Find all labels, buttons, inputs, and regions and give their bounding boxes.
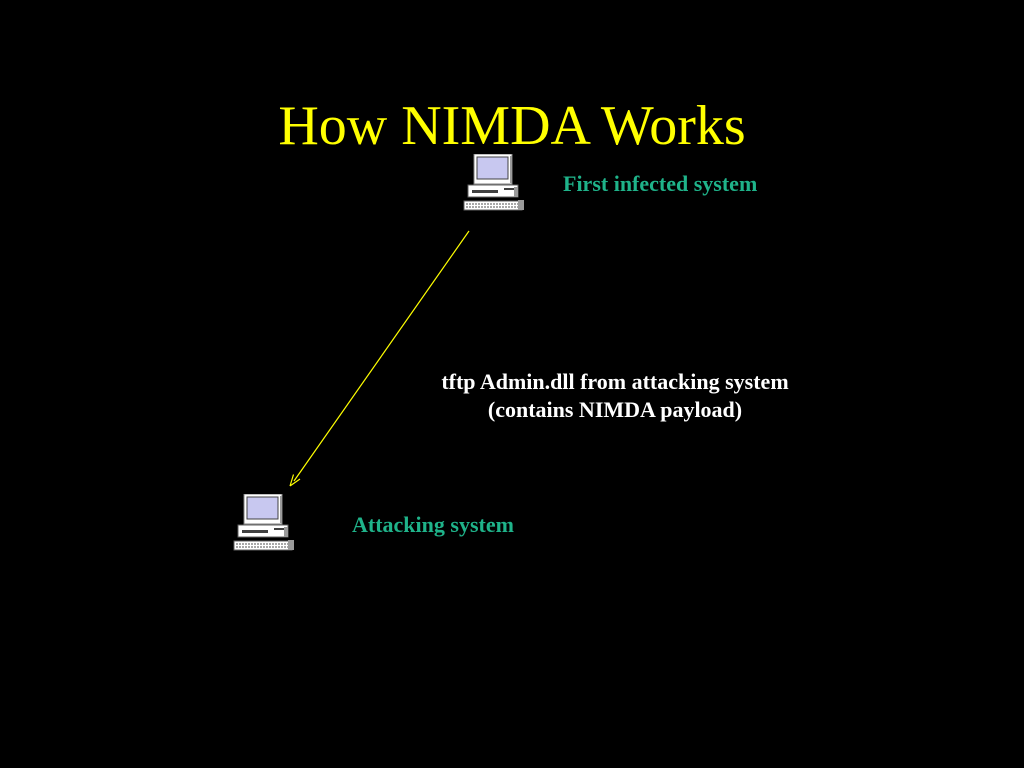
transfer-annotation: tftp Admin.dll from attacking system (co… [395,368,835,424]
attacking-system-label: Attacking system [352,512,514,537]
annotation-line-1: tftp Admin.dll from attacking system [441,369,789,394]
slide-title: How NIMDA Works [278,95,746,157]
arrow-line [293,230,470,482]
computer-icon [233,494,294,551]
annotation-line-2: (contains NIMDA payload) [487,397,743,422]
first-infected-label: First infected system [563,171,758,196]
computer-icon [463,154,524,211]
arrow-head [289,474,301,487]
